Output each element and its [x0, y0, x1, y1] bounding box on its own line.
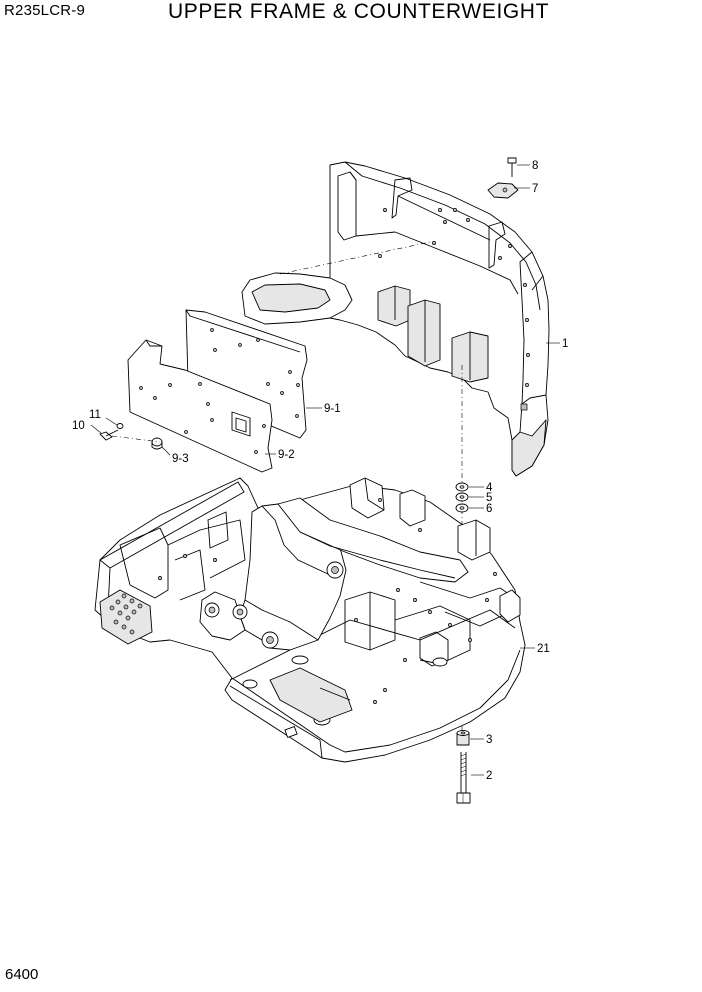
callout-3: 3	[486, 734, 492, 746]
centerline-bolt	[111, 435, 161, 443]
callout-5: 5	[486, 492, 492, 504]
callout-9-2: 9-2	[278, 449, 295, 461]
callout-1: 1	[562, 338, 568, 350]
washer-stack	[455, 482, 469, 513]
callout-4: 4	[486, 482, 493, 494]
guard-plate-front	[127, 339, 273, 473]
lifting-handle	[241, 272, 353, 325]
callout-7: 7	[532, 183, 538, 195]
callout-9-3: 9-3	[172, 453, 189, 465]
page-number: 6400	[5, 966, 39, 983]
page-title: UPPER FRAME & COUNTERWEIGHT	[168, 0, 550, 23]
centerline-handle	[279, 241, 431, 275]
callout-21: 21	[537, 643, 550, 655]
callout-10: 10	[72, 420, 85, 432]
rubber-plug	[151, 437, 163, 450]
callout-6: 6	[486, 503, 492, 515]
callout-2: 2	[486, 770, 492, 782]
callout-8: 8	[532, 160, 538, 172]
callout-9-1: 9-1	[324, 403, 341, 415]
cap-screw	[507, 157, 517, 177]
model-code: R235LCR-9	[4, 2, 86, 19]
counterweight	[329, 161, 550, 477]
upper-frame	[94, 477, 526, 763]
cover-plate	[487, 182, 519, 199]
callout-11: 11	[89, 409, 101, 421]
spacer	[456, 730, 470, 746]
bolt-washer	[99, 423, 124, 441]
leader-lines	[90, 164, 560, 776]
counterweight-bolt	[456, 752, 471, 804]
